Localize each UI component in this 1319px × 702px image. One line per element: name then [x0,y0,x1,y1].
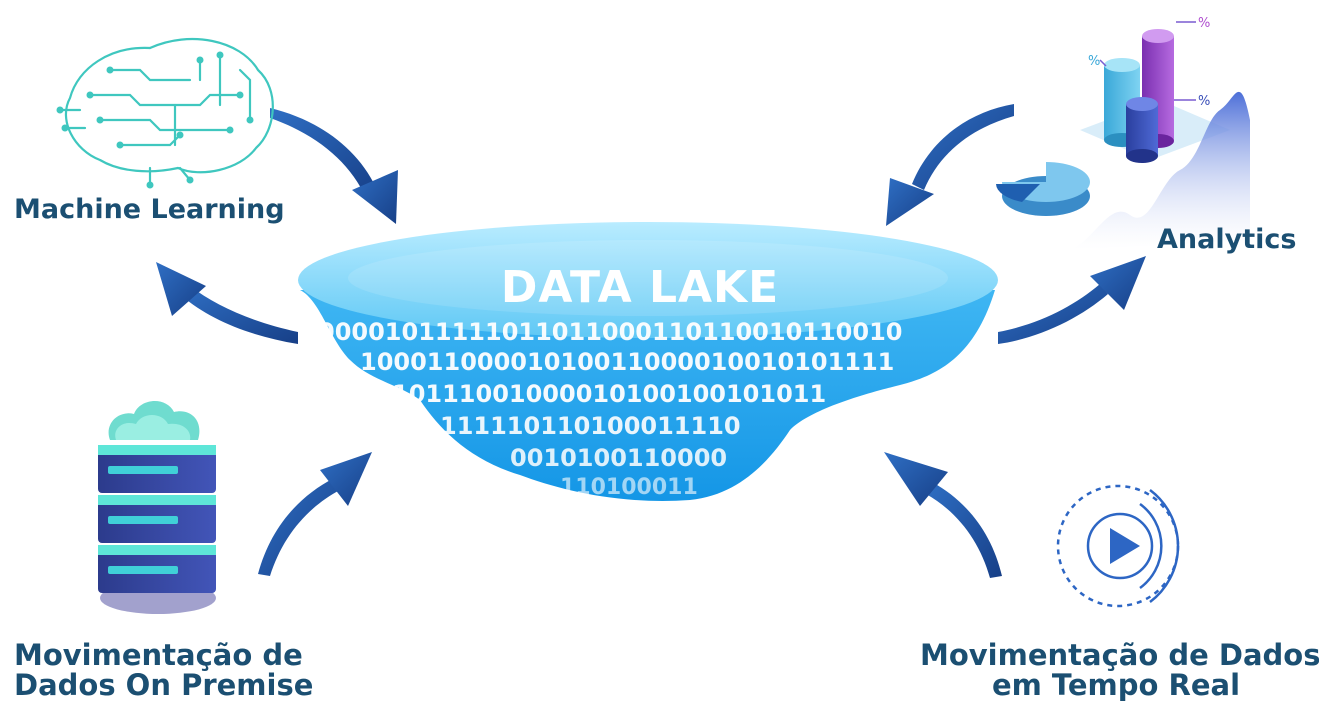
binary-row: 00001011111011011000110110010110010 [318,318,902,346]
arrow-lake-to-ml [156,262,298,344]
binary-stream: 00001011111011011000110110010110010 1000… [318,318,902,500]
arrow-realtime-to-lake [884,452,1002,578]
lake-title: DATA LAKE [501,262,779,313]
circuit-brain-icon [56,37,274,189]
server-unit [98,495,216,543]
pie-chart [996,162,1090,216]
server-unit [98,445,216,493]
binary-row: 0010100110000 [510,444,727,472]
binary-row: 111110110100011110 [440,412,741,440]
analytics-chart-icon: % % % [996,16,1250,250]
on-premise-label-line: Movimentação de [14,638,303,672]
percent-label: % [1198,94,1210,109]
on-premise-label: Movimentação de Dados On Premise [14,640,313,701]
real-time-label: Movimentação de Dados em Tempo Real [920,638,1319,702]
on-premise-label-line: Dados On Premise [14,668,314,702]
flow-arrows [156,104,1146,578]
server-unit [98,545,216,593]
cloud-icon [108,400,200,440]
arrow-lake-to-analytics [998,256,1146,344]
real-time-label-line: em Tempo Real [991,668,1241,702]
streaming-play-icon [1056,484,1180,608]
binary-row: 10001100001010011000010010101111 [360,348,894,376]
percent-label: % [1198,16,1210,31]
binary-row: 110100011 [560,475,698,500]
lake-surface [298,222,998,338]
data-lake: DATA LAKE 000010111110110110001101100101… [298,222,998,501]
arrow-onpremise-to-lake [258,452,372,576]
server-rack-cloud-icon [98,400,216,614]
machine-learning-label: Machine Learning [14,194,285,225]
lake-basin [300,290,995,501]
bar-cylinder [1126,97,1158,163]
arrow-analytics-to-lake [886,104,1014,226]
binary-row: 10111001000010100100101011 [392,380,826,408]
percent-label: % [1088,54,1100,69]
real-time-label-line: Movimentação de Dados [920,638,1319,672]
arrow-ml-to-lake [270,108,398,224]
analytics-label: Analytics [1157,224,1297,255]
